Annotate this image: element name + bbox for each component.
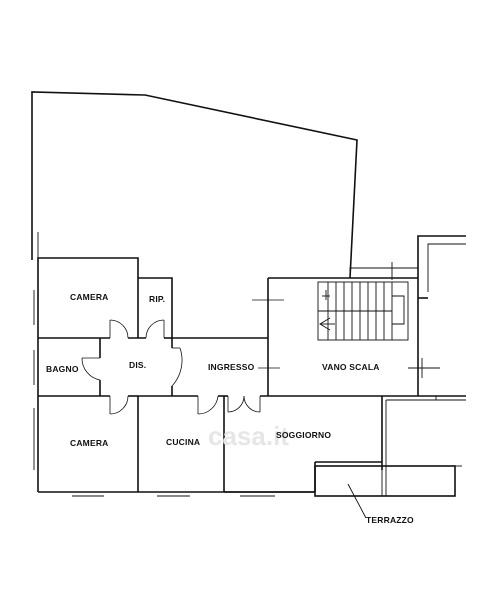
room-label-cucina: CUCINA xyxy=(166,437,200,447)
room-label-ingresso: INGRESSO xyxy=(208,362,255,372)
room-label-camera-bottom: CAMERA xyxy=(70,438,109,448)
apartment-walls xyxy=(37,257,466,493)
staircase xyxy=(317,281,409,341)
room-label-soggiorno: SOGGIORNO xyxy=(276,430,331,440)
room-label-vano-scala: VANO SCALA xyxy=(322,362,380,372)
room-label-rip: RIP. xyxy=(149,294,165,304)
lot-boundary xyxy=(31,91,358,279)
doors xyxy=(81,299,284,415)
section-marks xyxy=(408,358,440,400)
terrazzo-leader xyxy=(347,483,367,519)
room-label-dis: DIS. xyxy=(129,360,146,370)
watermark-logo: casa.it xyxy=(208,421,289,451)
room-label-bagno: BAGNO xyxy=(46,364,79,374)
room-label-camera-top: CAMERA xyxy=(70,292,109,302)
terrace xyxy=(314,465,462,497)
room-label-terrazzo: TERRAZZO xyxy=(366,515,414,525)
windows xyxy=(33,290,275,497)
